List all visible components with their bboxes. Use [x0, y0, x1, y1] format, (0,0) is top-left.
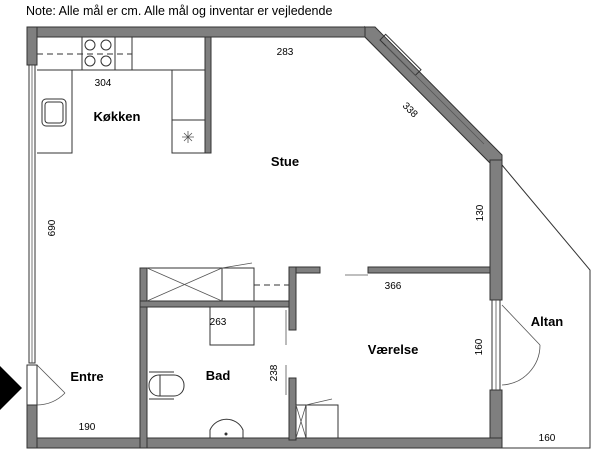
dim-living-top: 283 [277, 47, 294, 58]
dim-right-upper: 130 [475, 204, 486, 221]
balcony-outline [501, 164, 591, 449]
entrance-arrow-icon [0, 366, 22, 410]
disclaimer-note: Note: Alle mål er cm. Alle mål og invent… [26, 4, 333, 18]
room-label-living: Stue [271, 154, 299, 169]
outer-walls [26, 25, 504, 449]
interior-doors [285, 274, 368, 395]
room-label-balcony: Altan [531, 314, 564, 329]
dim-left-wall: 690 [47, 219, 58, 236]
room-label-kitchen: Køkken [94, 109, 141, 124]
dim-balcony-width: 160 [539, 433, 556, 444]
kitchen-fixtures [37, 37, 205, 154]
closets [146, 262, 339, 439]
bath-fixtures [148, 371, 244, 438]
dim-bath-depth: 238 [269, 364, 280, 381]
dim-diagonal: 338 [400, 101, 420, 121]
room-label-bedroom: Værelse [368, 342, 419, 357]
entrance-door [26, 364, 66, 406]
room-label-bath: Bad [206, 368, 231, 383]
dim-entrance-width: 190 [79, 422, 96, 433]
dim-bedroom-width: 366 [385, 281, 402, 292]
room-label-entrance: Entre [70, 369, 103, 384]
dim-bedroom-window: 160 [474, 338, 485, 355]
windows [28, 33, 501, 391]
dim-bath-width: 263 [210, 317, 227, 328]
dim-kitchen-width: 304 [95, 78, 112, 89]
